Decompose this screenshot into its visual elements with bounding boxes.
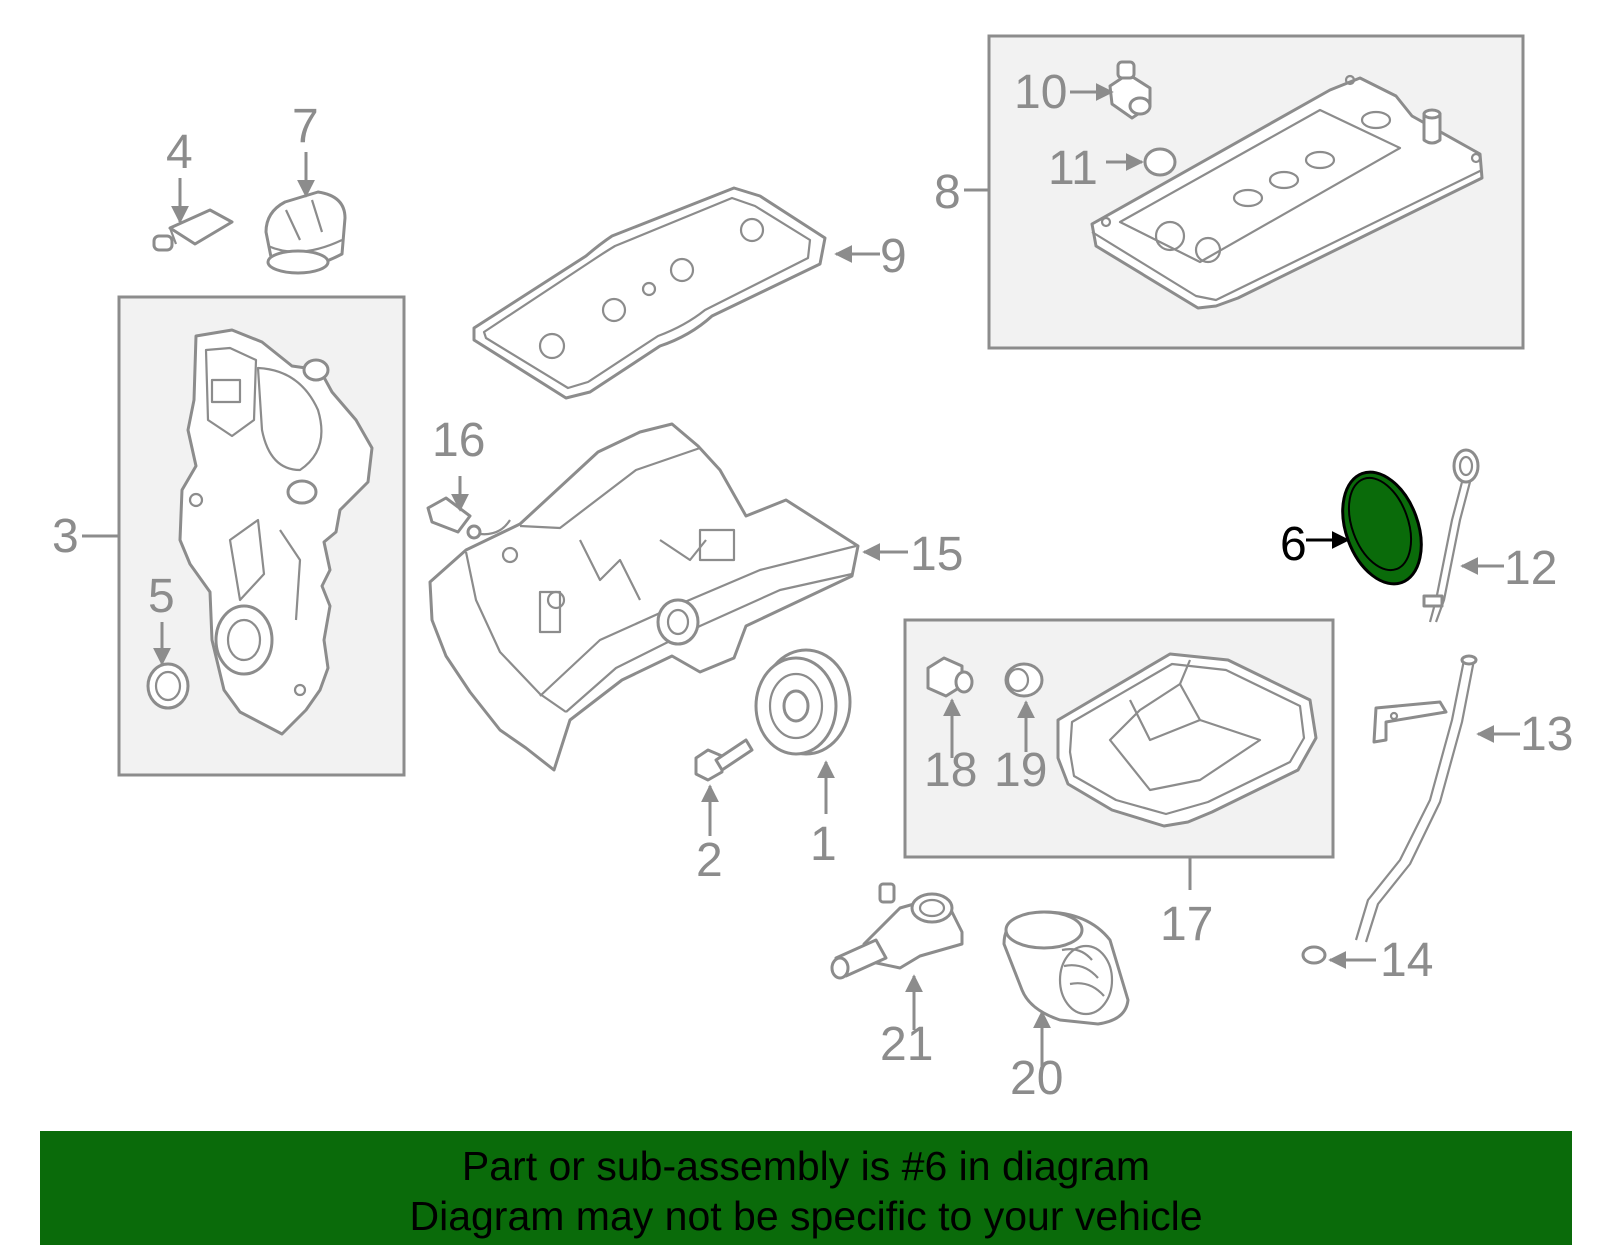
callout-12[interactable]: 12	[1504, 542, 1557, 595]
callout-17[interactable]: 17	[1160, 898, 1213, 951]
callout-4[interactable]: 4	[166, 126, 193, 179]
callout-1[interactable]: 1	[810, 818, 837, 871]
part-17-lower-oil-pan[interactable]	[1056, 652, 1318, 828]
callout-6[interactable]: 6	[1280, 518, 1307, 571]
part-5-seal[interactable]	[146, 662, 190, 710]
part-19-washer[interactable]	[1004, 662, 1044, 698]
callout-18[interactable]: 18	[924, 744, 977, 797]
part-12-dipstick[interactable]	[1422, 448, 1480, 623]
part-21-filter-housing[interactable]	[830, 882, 964, 980]
callout-19[interactable]: 19	[994, 744, 1047, 797]
part-9-valve-cover-gasket[interactable]	[472, 186, 827, 400]
part-11-o-ring[interactable]	[1143, 147, 1177, 177]
part-14-o-ring[interactable]	[1301, 945, 1327, 965]
callout-arrows	[82, 83, 1520, 1066]
callout-13[interactable]: 13	[1520, 708, 1573, 761]
callout-15[interactable]: 15	[910, 528, 963, 581]
part-1-crank-pulley[interactable]	[754, 648, 852, 756]
banner-line-2: Diagram may not be specific to your vehi…	[409, 1193, 1203, 1239]
callout-labels: 1 2 3 4 5 6 7 8 9 10 11 12 13 14 15 16 1…	[52, 66, 1573, 1105]
callout-7[interactable]: 7	[292, 100, 319, 153]
callout-20[interactable]: 20	[1010, 1052, 1063, 1105]
callout-8[interactable]: 8	[934, 166, 961, 219]
part-16-oil-level-sensor[interactable]	[426, 496, 511, 540]
part-18-drain-plug[interactable]	[926, 656, 974, 698]
callout-21[interactable]: 21	[880, 1018, 933, 1071]
part-20-oil-filter[interactable]	[1002, 910, 1130, 1026]
banner-line-1: Part or sub-assembly is #6 in diagram	[461, 1143, 1151, 1189]
callout-3[interactable]: 3	[52, 510, 79, 563]
info-banner: Part or sub-assembly is #6 in diagram Di…	[40, 1131, 1572, 1245]
part-3-timing-cover[interactable]	[178, 328, 374, 736]
part-2-bolt[interactable]	[694, 738, 754, 782]
part-6-seal-highlighted[interactable]	[1328, 461, 1435, 595]
callout-14[interactable]: 14	[1380, 934, 1433, 987]
part-10-pcv-valve[interactable]	[1108, 60, 1152, 120]
callout-16[interactable]: 16	[432, 414, 485, 467]
part-7-filler-cap[interactable]	[264, 190, 347, 275]
part-15-upper-oil-pan[interactable]	[428, 422, 860, 772]
callout-2[interactable]: 2	[696, 834, 723, 887]
part-8-valve-cover[interactable]	[1090, 74, 1484, 310]
callout-11[interactable]: 11	[1048, 142, 1098, 195]
callout-9[interactable]: 9	[880, 230, 907, 283]
callout-10[interactable]: 10	[1014, 66, 1067, 119]
callout-5[interactable]: 5	[148, 570, 175, 623]
part-4-sensor[interactable]	[152, 208, 234, 252]
part-13-dipstick-tube[interactable]	[1354, 654, 1478, 943]
